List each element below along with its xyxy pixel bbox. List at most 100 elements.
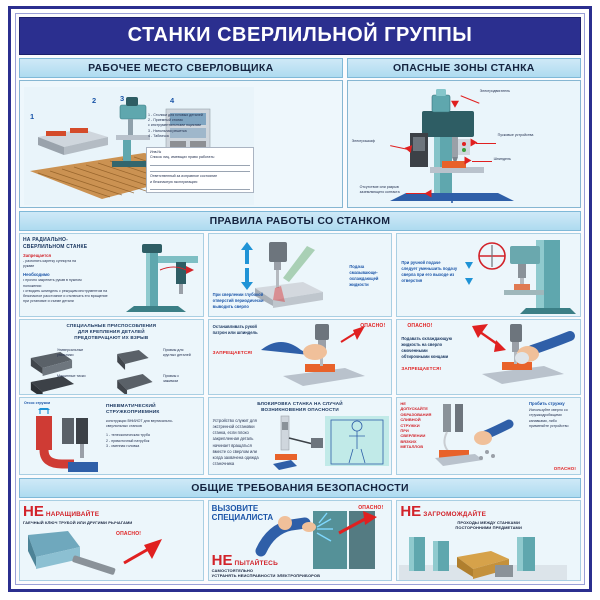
cell3-feed-arrow-icon <box>465 262 474 269</box>
label-grounding-missing: Отсутствие или разрыв заземляющего конта… <box>359 185 400 194</box>
general-header: ОБЩИЕ ТРЕБОВАНИЯ БЕЗОПАСНОСТИ <box>19 478 581 498</box>
poster-inner: СТАНКИ СВЕРЛИЛЬНОЙ ГРУППЫ РАБОЧЕЕ МЕСТО … <box>15 13 585 585</box>
cell5-danger: ОПАСНО! <box>360 323 386 329</box>
item3-word: ЗАГРОМОЖДАЙТЕ <box>423 511 487 518</box>
cell5-forbid: ЗАПРЕЩАЕТСЯ! <box>212 350 253 355</box>
cell4-label-1: Универсальные угольники <box>57 347 84 357</box>
cell9-right-block: Пробить стружку Используйте сверло со ст… <box>529 401 577 429</box>
item2-call-1: ВЫЗОВИТЕ <box>211 504 259 513</box>
rules-cell-stop-chuck: Останавливать рукой патрон или шпиндель … <box>207 319 393 395</box>
cell4-label-2: Призмы для круглых деталей <box>163 347 191 357</box>
legend-item-2b: с инструментальными ящиками <box>148 123 202 128</box>
danger-zones-section: ОПАСНЫЕ ЗОНЫ СТАНКА <box>346 58 581 208</box>
cell9-danger: ОПАСНО! <box>553 466 577 471</box>
cell2-coolant-label: Подача смазывающе-охлаждающей жидкости <box>349 264 379 288</box>
cell8-title: БЛОКИРОВКА СТАНКА НА СЛУЧАЙ ВОЗНИКНОВЕНИ… <box>257 401 343 413</box>
rules-cell-fixtures: СПЕЦИАЛЬНЫЕ ПРИСПОСОБЛЕНИЯ ДЛЯ КРЕПЛЕНИЯ… <box>19 319 204 395</box>
cell7-subtitle: конструкции ВНИИОТ для вертикально-сверл… <box>106 418 173 429</box>
item3-ne: НЕ <box>400 503 422 520</box>
cell5-text: Останавливать рукой патрон или шпиндель <box>212 324 258 336</box>
poster-frame: СТАНКИ СВЕРЛИЛЬНОЙ ГРУППЫ РАБОЧЕЕ МЕСТО … <box>8 6 592 592</box>
top-row: РАБОЧЕЕ МЕСТО СВЕРЛОВЩИКА <box>19 58 581 208</box>
cell3-note: При ручной подаче следует уменьшить пода… <box>401 260 458 284</box>
cell8-text: Устройство служит для экстренной останов… <box>212 418 259 466</box>
cell3-feed-arrow-icon-2 <box>465 278 474 285</box>
rules-cell-radial-drill: НА РАДИАЛЬНО- СВЕРЛИЛЬНОМ СТАНКЕ Запреща… <box>19 233 204 317</box>
plate-line-2: Список лиц, имеющих право работать: <box>150 155 215 160</box>
item1-word: НАРАЩИВАЙТЕ <box>45 511 100 518</box>
item2-danger: ОПАСНО! <box>358 505 384 511</box>
label-electric-cabinet: Электрошкаф <box>351 139 375 143</box>
workplace-callout-1: 1 <box>30 112 35 121</box>
rules-row-3: Отсос стружки <box>19 397 582 475</box>
plate-line-1: Инв.№ <box>150 150 162 154</box>
cell6-danger: ОПАСНО! <box>407 323 433 329</box>
legend-item-3: 3 - Напольная решетка <box>148 128 187 133</box>
cell9-warn: НЕ ДОПУСКАЙТЕ ОБРАЗОВАНИЯ СЛИВНОЙ СТРУЖК… <box>400 401 432 450</box>
cell4-title: СПЕЦИАЛЬНЫЕ ПРИСПОСОБЛЕНИЯ ДЛЯ КРЕПЛЕНИЯ… <box>66 323 157 341</box>
cell2-note: При сверлении глубокой отверстий периоди… <box>212 291 264 309</box>
label-spindle: Шпиндель <box>493 157 511 161</box>
cell6-text: Подавать охлаждающую жидкость на сверло … <box>401 336 453 360</box>
rules-cell-coolant-rag: ОПАСНО! Подавать охлаждающую жидкость на… <box>396 319 582 395</box>
general-cell-wrench: НЕ НАРАЩИВАЙТЕ ГАЕЧНЫЙ КЛЮЧ ТРУБОЙ ИЛИ Д… <box>19 500 204 581</box>
rules-cell-manual-feed: При ручной подаче следует уменьшить пода… <box>396 233 582 317</box>
rules-cell-deep-hole: Подача смазывающе-охлаждающей жидкости П… <box>207 233 393 317</box>
cell4-label-4: Призмы с зажимом <box>163 373 180 383</box>
workplace-callout-4: 4 <box>170 96 175 105</box>
rules-row-2: СПЕЦИАЛЬНЫЕ ПРИСПОСОБЛЕНИЯ ДЛЯ КРЕПЛЕНИЯ… <box>19 319 582 395</box>
general-cell-aisles: НЕ ЗАГРОМОЖДАЙТЕ ПРОХОДЫ МЕЖДУ СТАНКАМИ … <box>396 500 582 581</box>
danger-zones-panel: Электродвигатель Пусковые устройства Эле… <box>346 80 581 208</box>
cell1-forbid-label: Запрещается <box>23 252 52 258</box>
general-section: ОБЩИЕ ТРЕБОВАНИЯ БЕЗОПАСНОСТИ НЕ НАРАЩИВ… <box>19 478 582 581</box>
workplace-legend: 1 - Столики для готовых деталей 2 - Прие… <box>148 113 244 139</box>
danger-zones-header: ОПАСНЫЕ ЗОНЫ СТАНКА <box>346 58 581 78</box>
item1-ne: НЕ <box>23 503 44 520</box>
plate-line-3: Ответственный за исправное состояние <box>150 174 218 179</box>
legend-item-1: 1 - Столики для готовых деталей <box>148 113 203 117</box>
item2-word: ПЫТАЙТЕСЬ <box>234 559 278 567</box>
cell1-must-label: Необходимо <box>23 272 50 278</box>
plate-line-4: и безопасную эксплуатацию: <box>150 179 199 184</box>
item2-desc-2: УСТРАНЯТЬ НЕИСПРАВНОСТИ ЭЛЕКТРОПРИБОРОВ <box>211 572 321 578</box>
page-title: СТАНКИ СВЕРЛИЛЬНОЙ ГРУППЫ <box>19 17 581 55</box>
workplace-section: РАБОЧЕЕ МЕСТО СВЕРЛОВЩИКА <box>19 58 343 208</box>
cell1-must-item-2: • отводить шпиндель с режущим инструмент… <box>23 288 108 304</box>
rules-section: ПРАВИЛА РАБОТЫ СО СТАНКОМ НА РАДИАЛЬНО- … <box>19 211 582 475</box>
legend-item-2: 2 - Приемный столик <box>148 118 183 123</box>
workplace-panel: 1 2 3 4 1 - Столики для готовых деталей … <box>19 80 343 208</box>
rules-cell-chip-warning: НЕ ДОПУСКАЙТЕ ОБРАЗОВАНИЯ СЛИВНОЙ СТРУЖК… <box>396 397 582 475</box>
cell7-text-block: ПНЕВМАТИЧЕСКИЙ СТРУЖКОПРИЕМНИК конструкц… <box>106 404 194 449</box>
label-electric-motor: Электродвигатель <box>479 89 510 93</box>
item2-call-2: СПЕЦИАЛИСТА <box>211 513 274 523</box>
rules-cell-chip-collector: Отсос стружки <box>19 397 204 475</box>
cell7-legend-2: 2 - прямоточный патрубок <box>106 438 150 443</box>
cell1-must-item-1: • прочно закрепить рукав в нужном положе… <box>23 278 82 288</box>
workplace-header: РАБОЧЕЕ МЕСТО СВЕРЛОВЩИКА <box>19 58 343 78</box>
item2-desc-1: САМОСТОЯТЕЛЬНО <box>211 567 254 573</box>
cell1-forbid-item: - разгонять каретку суппорта на рукаве <box>23 258 77 268</box>
cell9-right-text: Используйте сверло со стружкодробящими к… <box>529 408 569 428</box>
cell1-title: НА РАДИАЛЬНО- СВЕРЛИЛЬНОМ СТАНКЕ <box>23 237 88 250</box>
cell7-legend-3: 3 - сменная головка <box>106 443 140 448</box>
rules-cell-interlock: БЛОКИРОВКА СТАНКА НА СЛУЧАЙ ВОЗНИКНОВЕНИ… <box>207 397 393 475</box>
cell4-label-3: Машинные тиски <box>57 373 86 378</box>
workplace-info-plate: Инв.№ Список лиц, имеющих право работать… <box>146 147 254 193</box>
label-start-devices: Пусковые устройства <box>497 133 534 137</box>
cell9-right-title: Пробить стружку <box>529 401 565 406</box>
cell7-suction-label: Отсос стружки <box>24 401 51 405</box>
rules-row-1: НА РАДИАЛЬНО- СВЕРЛИЛЬНОМ СТАНКЕ Запреща… <box>19 233 582 317</box>
cell7-title: ПНЕВМАТИЧЕСКИЙ СТРУЖКОПРИЕМНИК <box>106 404 160 416</box>
workplace-callout-2: 2 <box>92 96 97 105</box>
item1-danger: ОПАСНО! <box>116 531 142 537</box>
item1-desc: ГАЕЧНЫЙ КЛЮЧ ТРУБОЙ ИЛИ ДРУГИМИ РЫЧАГАМИ <box>23 520 133 525</box>
legend-item-4: 4 - Табличка <box>148 133 169 138</box>
general-cell-specialist: ВЫЗОВИТЕ СПЕЦИАЛИСТА ОПАСНО! <box>207 500 393 581</box>
workplace-callout-3: 3 <box>120 94 125 103</box>
cell6-forbid: ЗАПРЕЩАЕТСЯ! <box>401 366 442 371</box>
general-row: НЕ НАРАЩИВАЙТЕ ГАЕЧНЫЙ КЛЮЧ ТРУБОЙ ИЛИ Д… <box>19 500 582 581</box>
cell7-legend-1: 1 - телескопическая труба <box>106 433 150 438</box>
item2-ne: НЕ <box>211 551 233 569</box>
item3-desc: ПРОХОДЫ МЕЖДУ СТАНКАМИ ПОСТОРОННИМИ ПРЕД… <box>455 520 522 531</box>
